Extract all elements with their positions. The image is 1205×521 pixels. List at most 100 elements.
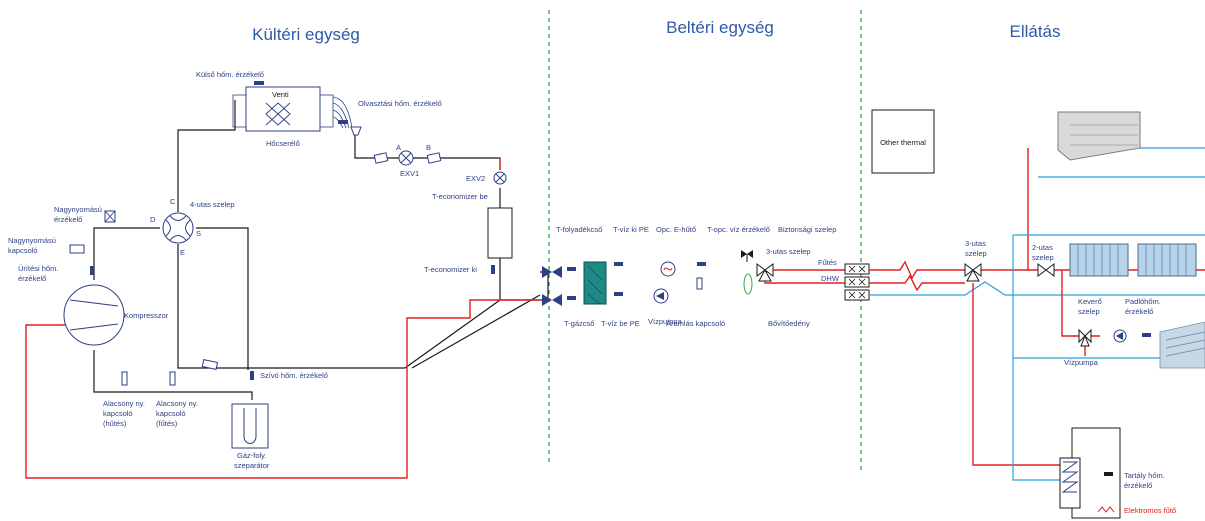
- liquid-pipe-sensor-icon: [567, 267, 576, 271]
- section-title-indoor: Beltéri egység: [666, 18, 774, 37]
- label-kulso-hom: Külső hőm. érzékelő: [196, 70, 264, 79]
- filter-icon-b: [426, 152, 442, 164]
- low-pressure-switch-heating-icon: [169, 371, 176, 386]
- exv2-cross-icon: [495, 173, 505, 183]
- radiator-1-icon: [1069, 243, 1129, 277]
- label-padlo-a: Padlóhőm.: [1125, 297, 1161, 306]
- label-haromutas-2b: szelep: [965, 249, 987, 258]
- label-hocserelo: Hőcserélő: [266, 139, 300, 148]
- label-nagynyomasu-erz-1: Nagynyomású: [54, 205, 102, 214]
- label-alacsony-futes-3: (fűtés): [156, 419, 178, 428]
- econ-out-sensor-icon: [491, 265, 495, 274]
- e-heater-wave-icon: [663, 267, 673, 271]
- floor-temp-sensor-icon: [1142, 333, 1151, 337]
- suction-check-valve-icon: [201, 359, 219, 370]
- label-aramlas: Áramlás kapcsoló: [666, 319, 725, 328]
- connection-ports-icon: [844, 263, 870, 301]
- label-gaz-foly-2: szeparátor: [234, 461, 270, 470]
- supply-three-way-valve-icon: [964, 263, 982, 282]
- floor-heating-icon: [1159, 321, 1205, 369]
- expansion-vessel-icon: [743, 273, 753, 295]
- dhw-outlet-pipe: [764, 281, 845, 284]
- label-ketutas-a: 2-utas: [1032, 243, 1053, 252]
- label-nagynyomasu-erz-2: érzékelő: [54, 215, 82, 224]
- hp-sensor-cross-icon: [104, 210, 116, 223]
- label-haromutas-1: 3-utas szelep: [766, 247, 811, 256]
- defrost-filter-icon: [350, 126, 362, 136]
- label-point-a: A: [396, 143, 401, 152]
- label-alacsony-futes-1: Alacsony ny.: [156, 399, 198, 408]
- label-t-econ-ki: T-economizer ki: [424, 265, 477, 274]
- electric-heater-icon: [1097, 506, 1115, 513]
- label-uritesi-2: érzékelő: [18, 274, 46, 283]
- label-t-folyadek: T-folyadékcső: [556, 225, 602, 234]
- label-point-s: S: [196, 229, 201, 238]
- discharge-return-line: [25, 299, 540, 479]
- label-t-gazcso: T-gázcső: [564, 319, 594, 328]
- label-nagynyomasu-kap-2: kapcsoló: [8, 246, 38, 255]
- label-ketutas-b: szelep: [1032, 253, 1054, 262]
- floor-pump-arrow-icon: [1116, 332, 1123, 340]
- section-title-outdoor: Kültéri egység: [252, 25, 360, 44]
- indoor-valve-bottom-icon: [542, 294, 562, 306]
- section-title-supply: Ellátás: [1009, 22, 1060, 41]
- label-alacsony-futes-2: kapcsoló: [156, 409, 186, 418]
- high-pressure-switch-icon: [69, 244, 85, 254]
- label-futes: Fűtés: [818, 258, 837, 267]
- radiator-2-icon: [1137, 243, 1197, 277]
- label-alacsony-hutes-1: Alacsony ny.: [103, 399, 145, 408]
- exv1-cross-icon: [400, 152, 412, 164]
- label-alacsony-hutes-3: (hűtés): [103, 419, 127, 428]
- label-gaz-foly-1: Gáz-foly.: [237, 451, 266, 460]
- outdoor-heat-exchanger: [232, 86, 353, 132]
- label-t-viz-be: T-víz be PE: [601, 319, 640, 328]
- supply-pipes: [869, 147, 1205, 481]
- label-point-c: C: [170, 197, 176, 206]
- label-haromutas-2a: 3-utas: [965, 239, 986, 248]
- fan-coil-icon: [1057, 111, 1141, 161]
- compressor-icon: [63, 284, 125, 346]
- label-t-opc-viz: T-opc. víz érzékelő: [707, 225, 770, 234]
- label-bovito: Bővítőedény: [768, 319, 810, 328]
- label-exv2: EXV2: [466, 174, 485, 183]
- label-venti: Venti: [272, 90, 289, 99]
- label-vizpumpa-1: Vízpumpa: [648, 317, 683, 326]
- label-t-viz-ki: T-víz ki PE: [613, 225, 649, 234]
- other-thermal-box: [871, 109, 935, 174]
- label-point-d: D: [150, 215, 156, 224]
- economizer-icon: [487, 207, 513, 259]
- water-in-sensor-icon: [614, 292, 623, 296]
- low-pressure-switch-cooling-icon: [121, 371, 128, 386]
- label-kompresszor: Kompresszor: [124, 311, 169, 320]
- label-tartaly-b: érzékelő: [1124, 481, 1152, 490]
- outdoor-temp-sensor-icon: [254, 81, 264, 85]
- flow-switch-icon: [696, 277, 703, 290]
- indoor-three-way-valve-icon: [756, 263, 774, 282]
- label-tartaly-a: Tartály hőm.: [1124, 471, 1165, 480]
- label-kevero-b: szelep: [1078, 307, 1100, 316]
- label-4-utas: 4-utas szelep: [190, 200, 235, 209]
- gas-liquid-separator-icon: [231, 403, 269, 449]
- label-szivo: Szívó hőm. érzékelő: [260, 371, 328, 380]
- indoor-valve-top-icon: [542, 266, 562, 278]
- label-kevero-a: Keverő: [1078, 297, 1102, 306]
- opt-water-sensor-icon: [697, 262, 706, 266]
- label-opc-ehuto: Opc. E-hűtő: [656, 225, 696, 234]
- label-nagynyomasu-kap-1: Nagynyomású: [8, 236, 56, 245]
- label-t-econ-be: T-economizer be: [432, 192, 488, 201]
- label-olvasztasi: Olvasztási hőm. érzékelő: [358, 99, 442, 108]
- label-elektromos: Elektromos fűtő: [1124, 506, 1176, 515]
- filter-icon: [373, 152, 389, 164]
- label-other-thermal: Other thermal: [880, 138, 926, 147]
- label-biztonsagi: Biztonsági szelep: [778, 225, 836, 234]
- two-way-valve-icon: [1037, 263, 1055, 277]
- label-vizpumpa-2: Vízpumpa: [1064, 358, 1099, 367]
- label-point-b: B: [426, 143, 431, 152]
- water-out-sensor-icon: [614, 262, 623, 266]
- mixing-valve-icon: [1078, 328, 1092, 347]
- gas-pipe-sensor-icon: [567, 296, 576, 300]
- suction-sensor-icon: [250, 371, 254, 380]
- label-alacsony-hutes-2: kapcsoló: [103, 409, 133, 418]
- discharge-sensor-icon: [90, 266, 94, 275]
